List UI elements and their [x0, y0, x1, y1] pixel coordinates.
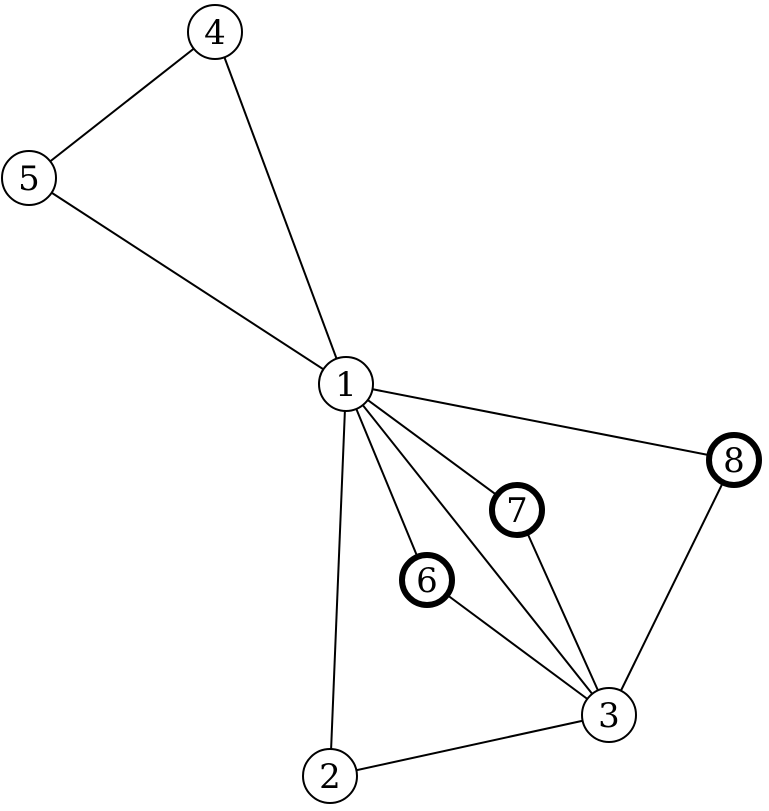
node-8: 8 [706, 432, 762, 488]
node-3: 3 [581, 687, 637, 743]
node-1-circle [318, 356, 374, 412]
node-2-label: 2 [319, 757, 341, 797]
node-1: 1 [318, 356, 374, 412]
nodes: 1 2 3 4 5 6 7 8 [1, 4, 762, 804]
node-8-circle [706, 432, 762, 488]
node-6-circle [399, 552, 455, 608]
node-6-label: 6 [416, 561, 438, 601]
node-7: 7 [489, 482, 545, 538]
node-8-label: 8 [723, 441, 745, 481]
edge-1-8 [345, 383, 735, 461]
edge-1-2 [329, 383, 347, 777]
edge-2-3 [329, 714, 610, 777]
node-6: 6 [399, 552, 455, 608]
node-5-circle [1, 150, 57, 206]
edge-8-3 [608, 459, 735, 716]
node-7-circle [489, 482, 545, 538]
edge-6-3 [426, 579, 610, 716]
edge-1-3 [345, 383, 610, 716]
node-7-label: 7 [506, 491, 528, 531]
edge-1-6 [345, 383, 428, 581]
node-4-label: 4 [204, 13, 226, 53]
node-1-label: 1 [335, 365, 357, 405]
node-2: 2 [302, 748, 358, 804]
edge-5-1 [28, 177, 347, 385]
edge-4-5 [28, 31, 216, 179]
node-3-circle [581, 687, 637, 743]
edges [28, 31, 735, 777]
node-4-circle [187, 4, 243, 60]
node-4: 4 [187, 4, 243, 60]
edge-4-1 [214, 31, 347, 385]
node-5-label: 5 [18, 159, 40, 199]
edge-7-3 [516, 509, 610, 716]
node-2-circle [302, 748, 358, 804]
node-3-label: 3 [598, 696, 620, 736]
edge-1-7 [345, 383, 518, 511]
node-5: 5 [1, 150, 57, 206]
